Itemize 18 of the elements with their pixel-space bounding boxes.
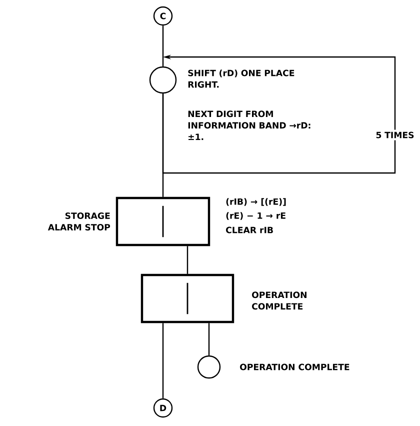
- step-note: CLEAR rIB: [226, 226, 273, 234]
- process-box: [116, 196, 210, 246]
- process-box: [140, 274, 234, 324]
- connector: [208, 323, 210, 356]
- step-note: STORAGE ALARM STOP: [48, 212, 110, 230]
- step-note: OPERATION COMPLETE: [240, 364, 350, 370]
- step-note: (rIB) → [(rE)]: [226, 198, 286, 206]
- step-circle: [197, 355, 221, 379]
- step-note: OPERATION COMPLETE: [252, 292, 306, 310]
- step-circle: [149, 66, 177, 94]
- step-note: (rE) − 1 → rE: [226, 212, 286, 220]
- connector: [162, 26, 164, 66]
- connector: [162, 94, 164, 197]
- step-note: SHIFT (rD) ONE PLACE RIGHT.: [188, 70, 294, 88]
- connector: [186, 246, 188, 274]
- step-note: NEXT DIGIT FROM INFORMATION BAND →rD: ±1.: [188, 110, 310, 140]
- connector: [162, 323, 164, 398]
- edge-label: 5 TIMES: [373, 130, 417, 140]
